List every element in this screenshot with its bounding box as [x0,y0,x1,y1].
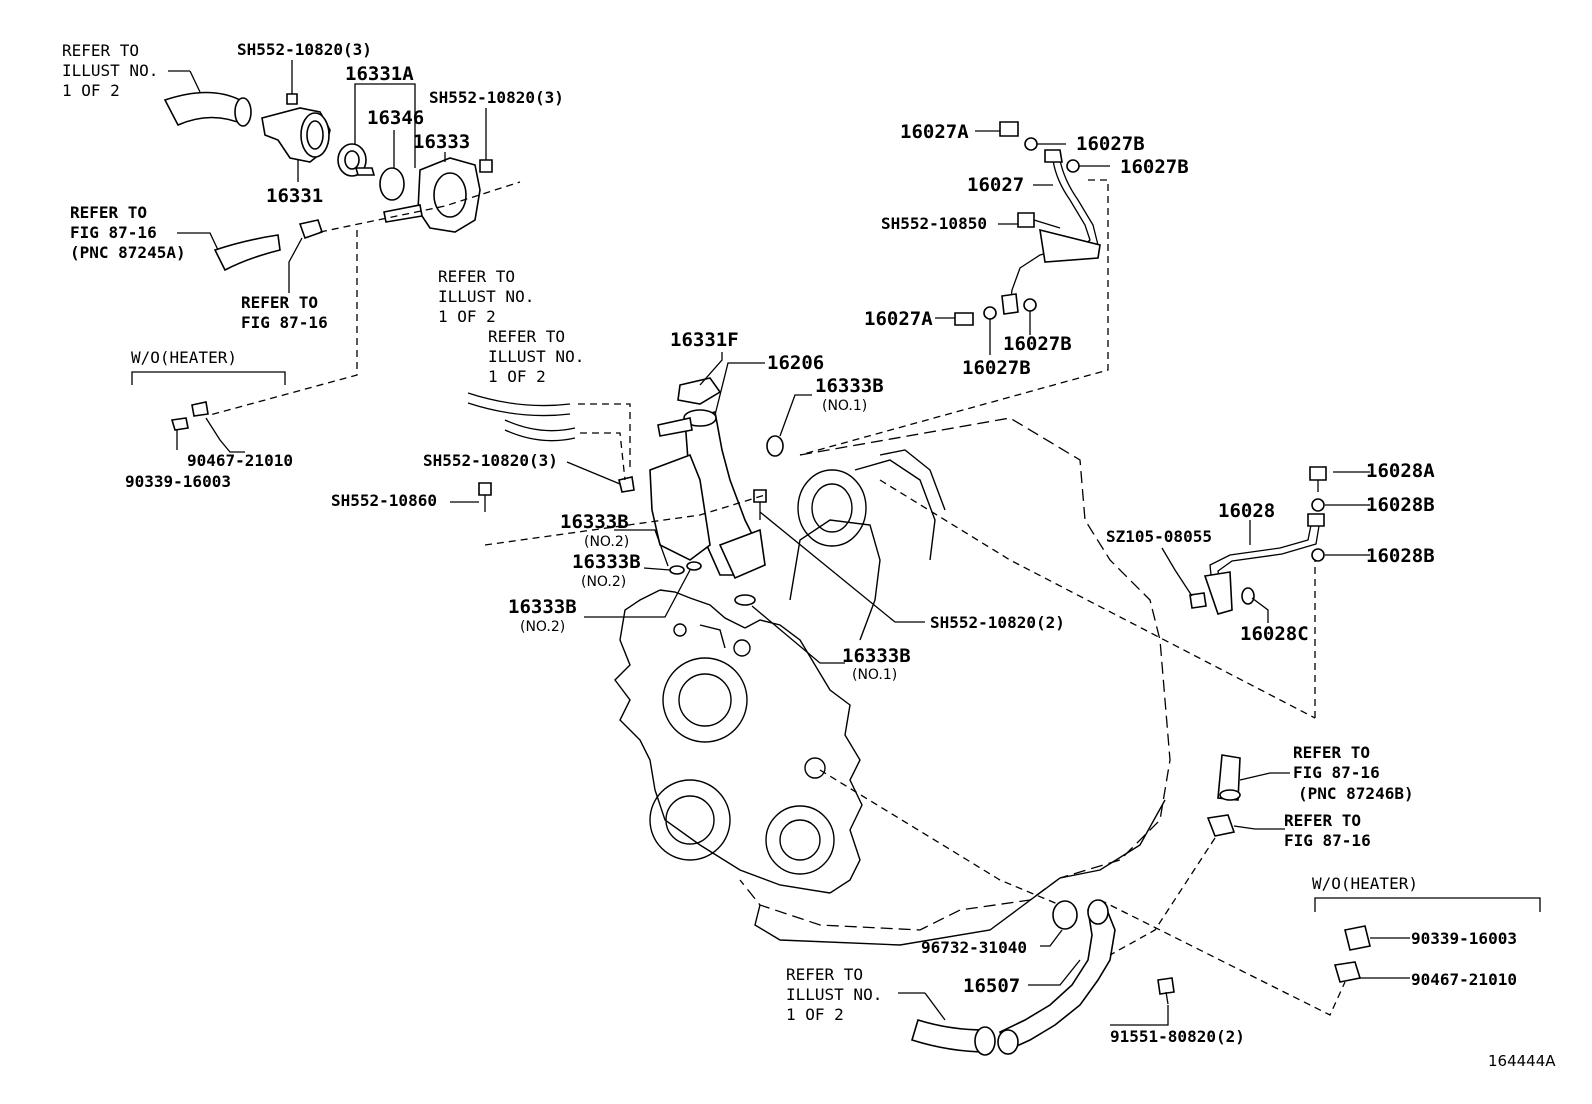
plug-clamp-left [170,401,209,431]
label-16507: 16507 [963,975,1020,997]
refer-fig-right-hose-2: FIG 87-16 [1293,763,1380,782]
pipe-16028 [1189,466,1327,615]
refer-fig-right-clamp-1: REFER TO [1284,811,1361,830]
refer-fig-right-hose-1: REFER TO [1293,743,1370,762]
label-16027b-4: 16027B [962,357,1031,379]
refer-illust-center1-2: ILLUST NO. [438,287,534,306]
label-16028a: 16028A [1366,460,1435,482]
refer-fig-right-clamp-2: FIG 87-16 [1284,831,1371,850]
dashed-assembly-lines [209,179,1346,1016]
gasket-16346 [379,167,405,201]
clamp-right [1206,814,1236,837]
label-16206: 16206 [767,352,824,374]
refer-fig-left-clamp-2: FIG 87-16 [241,313,328,332]
label-no1-bot: (NO.1) [852,667,897,683]
label-90467-21010-left: 90467-21010 [187,451,293,470]
pipe-16507 [997,899,1116,1055]
label-91551-80820-2: 91551-80820(2) [1110,1027,1245,1046]
label-90339-16003-left: 90339-16003 [125,472,231,491]
label-16027b-1: 16027B [1076,133,1145,155]
hose-left-fig [213,234,281,272]
label-16028c: 16028C [1240,623,1309,645]
label-16346: 16346 [367,107,424,129]
label-16333b-no2-a: 16333B [560,511,629,533]
label-sh552-10820-2: SH552-10820(2) [930,613,1065,632]
water-inlet-16206 [649,409,766,580]
refer-illust-center2-1: REFER TO [488,327,565,346]
refer-fig-left-3: (PNC 87245A) [70,243,186,262]
label-sh552-10820-3b: SH552-10820(3) [429,88,564,107]
label-90339-16003-right: 90339-16003 [1411,929,1517,948]
label-16331: 16331 [266,185,323,207]
hose-right-fig [1217,754,1241,801]
label-sh552-10820-3c: SH552-10820(3) [423,451,558,470]
refer-fig-left-clamp-1: REFER TO [241,293,318,312]
pipe-16027 [954,121,1101,326]
label-16027a-top: 16027A [900,121,969,143]
hose-bottom [911,1018,996,1056]
water-outlet-16331 [261,93,331,163]
label-sz105-08055: SZ105-08055 [1106,527,1212,546]
plug-clamp-right [1333,925,1371,983]
refer-illust-bottom-2: ILLUST NO. [786,985,882,1004]
label-16333: 16333 [413,131,470,153]
label-no2-b: (NO.2) [581,574,626,590]
refer-illust-center1-1: REFER TO [438,267,515,286]
label-sh552-10820-3a: SH552-10820(3) [237,40,372,59]
cover-16331f [677,377,722,405]
label-sh552-10850: SH552-10850 [881,214,987,233]
label-16028: 16028 [1218,500,1275,522]
refer-illust-center2-3: 1 OF 2 [488,367,546,386]
wo-heater-left: W/O(HEATER) [131,348,237,367]
label-16331a: 16331A [345,63,414,85]
label-90467-21010-right: 90467-21010 [1411,970,1517,989]
refer-illust-bottom-3: 1 OF 2 [786,1005,844,1024]
refer-illust-center1-3: 1 OF 2 [438,307,496,326]
bolts-center [478,476,767,520]
label-16027: 16027 [967,174,1024,196]
bolt-91551 [1157,977,1175,1005]
label-16027b-2: 16027B [1120,156,1189,178]
label-16028b-2: 16028B [1366,545,1435,567]
label-96732-31040: 96732-31040 [921,938,1027,957]
refer-fig-left-2: FIG 87-16 [70,223,157,242]
label-sh552-10860: SH552-10860 [331,491,437,510]
label-16333b-no1-top: 16333B [815,375,884,397]
refer-illust-top-left-2: ILLUST NO. [62,61,158,80]
label-16027a-bot: 16027A [864,308,933,330]
label-no2-a: (NO.2) [584,534,629,550]
o-rings-center [669,435,784,606]
label-16028b-1: 16028B [1366,494,1435,516]
clamp-left [298,219,324,240]
refer-illust-center2-2: ILLUST NO. [488,347,584,366]
thermostat-16331a [337,143,376,177]
label-16333b-no1-bot: 16333B [842,645,911,667]
figure-id: 164444A [1488,1052,1556,1070]
labels: REFER TO ILLUST NO. 1 OF 2 SH552-10820(3… [62,40,1556,1070]
label-16333b-no2-b: 16333B [572,551,641,573]
engine-block [614,417,1171,946]
label-16331f: 16331F [670,329,739,351]
inlet-housing-16333 [383,157,493,233]
label-16027b-3: 16027B [1003,333,1072,355]
refer-illust-bottom-1: REFER TO [786,965,863,984]
label-no1-top: (NO.1) [822,398,867,414]
label-16333b-no2-c: 16333B [508,596,577,618]
gasket-96732 [1052,900,1078,930]
refer-illust-top-left-1: REFER TO [62,41,139,60]
wo-heater-right: W/O(HEATER) [1312,874,1418,893]
refer-illust-top-left-3: 1 OF 2 [62,81,120,100]
center-hoses [467,392,576,442]
label-no2-c: (NO.2) [520,619,565,635]
outlet-hose-top-left [163,91,252,127]
leader-lines [168,60,1410,1026]
refer-fig-right-hose-3: (PNC 87246B) [1298,784,1414,803]
refer-fig-left-1: REFER TO [70,203,147,222]
wo-heater-brackets [131,371,1541,912]
